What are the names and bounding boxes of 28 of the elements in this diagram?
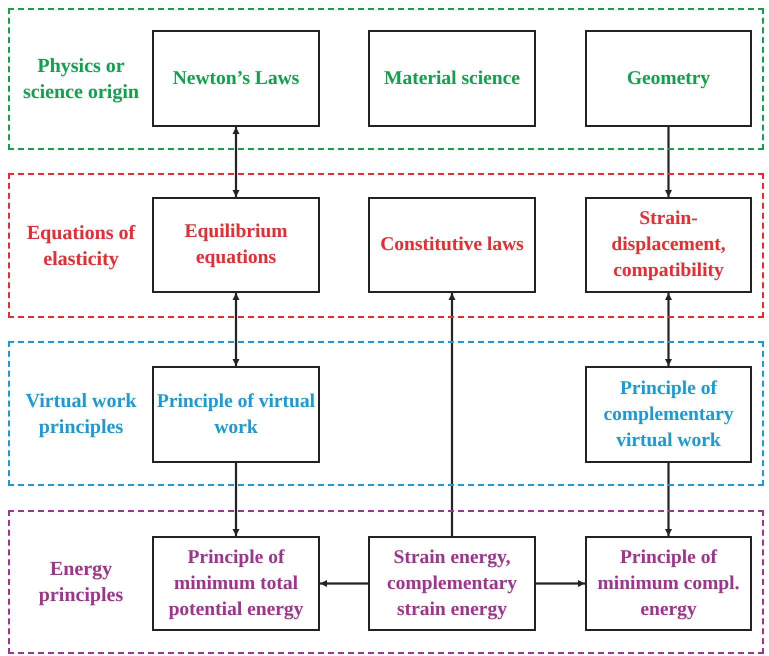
arrow (665, 127, 672, 197)
group-band (8, 8, 764, 150)
group-band (8, 341, 764, 486)
process-box: Principle of minimum total potential energy (152, 536, 320, 631)
band-heading: Energy principles (38, 557, 124, 608)
arrow (665, 293, 672, 366)
arrow (536, 580, 585, 587)
process-box: Principle of complementary virtual work (585, 366, 752, 463)
process-box: Strain-displacement, compatibility (585, 197, 752, 293)
process-box: Strain energy, complementary strain energy (368, 536, 536, 631)
group-band (8, 510, 764, 654)
band-heading: Virtual work principles (24, 388, 138, 440)
process-box: Geometry (585, 30, 752, 127)
arrow (448, 293, 456, 536)
process-box: Constitutive laws (368, 197, 536, 293)
arrow (232, 127, 240, 197)
arrow (320, 580, 368, 587)
process-box: Principle of minimum compl. energy (585, 536, 752, 631)
process-box: Principle of virtual work (152, 366, 320, 463)
arrow (665, 463, 672, 536)
arrow (232, 463, 240, 536)
process-box: Newton’s Laws (152, 30, 320, 127)
band-heading: Physics or science origin (22, 54, 140, 105)
band-heading: Equations of elasticity (26, 220, 136, 272)
process-box: Equilibrium equations (152, 197, 320, 293)
arrow (232, 293, 240, 366)
group-band (8, 173, 764, 318)
process-box: Material science (368, 30, 536, 127)
